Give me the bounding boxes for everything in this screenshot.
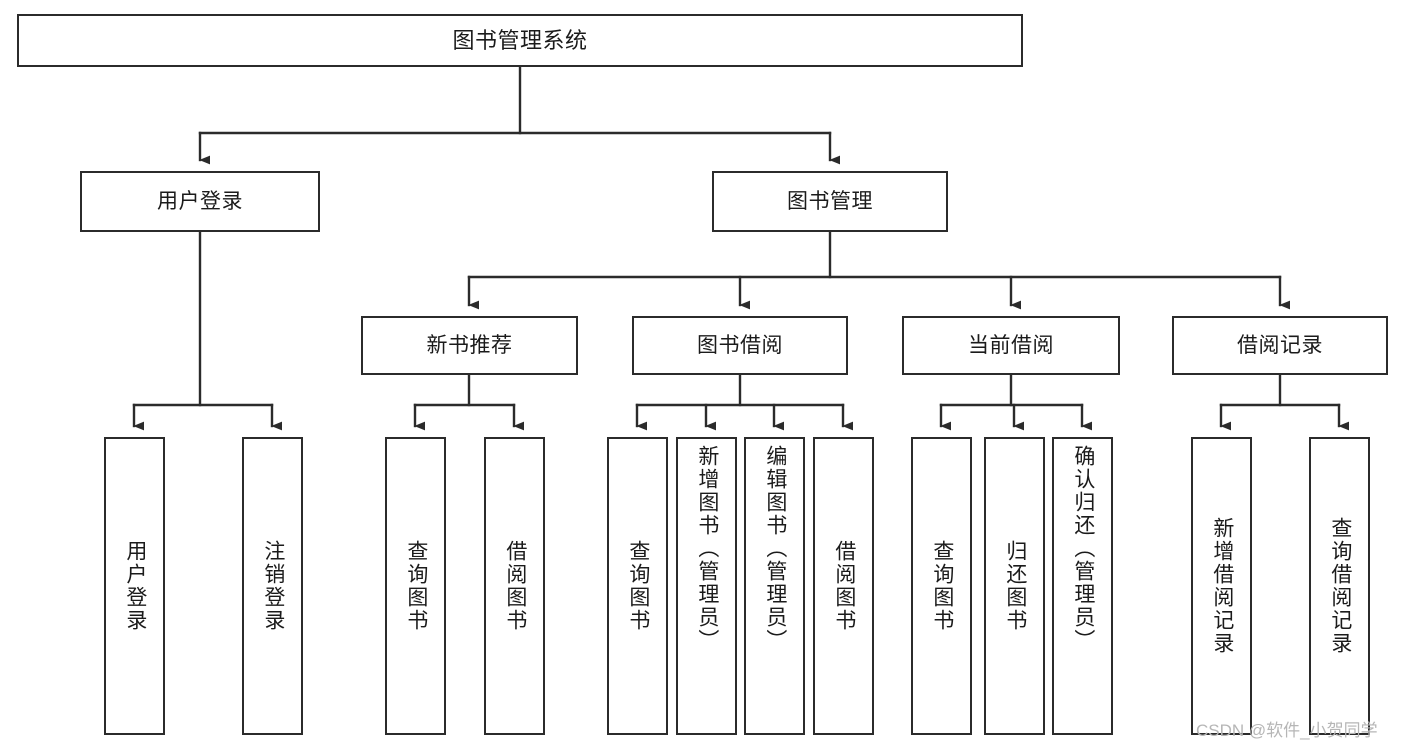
node-label: 查询图书 bbox=[626, 540, 650, 632]
node-label: 归还图书 bbox=[1003, 540, 1027, 632]
node-leaf-borrow-book-2[interactable]: 借阅图书 bbox=[813, 437, 874, 735]
node-leaf-logout[interactable]: 注销登录 bbox=[242, 437, 303, 735]
node-label: 查询图书 bbox=[404, 540, 428, 632]
node-label: 当前借阅 bbox=[968, 334, 1054, 357]
node-label: 用户登录 bbox=[157, 190, 243, 213]
node-label: 新增图书（管理员） bbox=[695, 445, 719, 652]
node-leaf-query-book-1[interactable]: 查询图书 bbox=[385, 437, 446, 735]
node-label: 借阅记录 bbox=[1237, 334, 1323, 357]
node-root[interactable]: 图书管理系统 bbox=[17, 14, 1023, 67]
node-label: 确认归还（管理员） bbox=[1071, 445, 1095, 652]
node-label: 图书管理 bbox=[787, 190, 873, 213]
node-label: 新书推荐 bbox=[426, 334, 513, 357]
node-leaf-return-book[interactable]: 归还图书 bbox=[984, 437, 1045, 735]
node-current-borrow[interactable]: 当前借阅 bbox=[902, 316, 1120, 375]
node-label: 图书管理系统 bbox=[452, 27, 588, 53]
node-label: 用户登录 bbox=[123, 540, 147, 632]
node-leaf-query-book-3[interactable]: 查询图书 bbox=[911, 437, 972, 735]
node-book-borrow[interactable]: 图书借阅 bbox=[632, 316, 848, 375]
node-leaf-query-record[interactable]: 查询借阅记录 bbox=[1309, 437, 1370, 735]
node-leaf-borrow-book-1[interactable]: 借阅图书 bbox=[484, 437, 545, 735]
node-leaf-user-login[interactable]: 用户登录 bbox=[104, 437, 165, 735]
node-label: 查询图书 bbox=[930, 540, 954, 632]
node-label: 新增借阅记录 bbox=[1210, 517, 1234, 655]
node-label: 注销登录 bbox=[261, 540, 285, 632]
node-leaf-edit-book[interactable]: 编辑图书（管理员） bbox=[744, 437, 805, 735]
node-new-book-recommend[interactable]: 新书推荐 bbox=[361, 316, 578, 375]
node-label: 编辑图书（管理员） bbox=[763, 445, 787, 652]
node-leaf-confirm-return[interactable]: 确认归还（管理员） bbox=[1052, 437, 1113, 735]
node-label: 查询借阅记录 bbox=[1328, 517, 1352, 655]
watermark-csdn: CSDN @软件_小贺同学 bbox=[1196, 721, 1378, 740]
node-borrow-record[interactable]: 借阅记录 bbox=[1172, 316, 1388, 375]
node-label: 借阅图书 bbox=[832, 540, 856, 632]
node-user-login[interactable]: 用户登录 bbox=[80, 171, 320, 232]
node-book-management[interactable]: 图书管理 bbox=[712, 171, 948, 232]
node-label: 借阅图书 bbox=[503, 540, 527, 632]
node-leaf-add-record[interactable]: 新增借阅记录 bbox=[1191, 437, 1252, 735]
node-leaf-query-book-2[interactable]: 查询图书 bbox=[607, 437, 668, 735]
node-label: 图书借阅 bbox=[697, 334, 783, 357]
node-leaf-add-book[interactable]: 新增图书（管理员） bbox=[676, 437, 737, 735]
